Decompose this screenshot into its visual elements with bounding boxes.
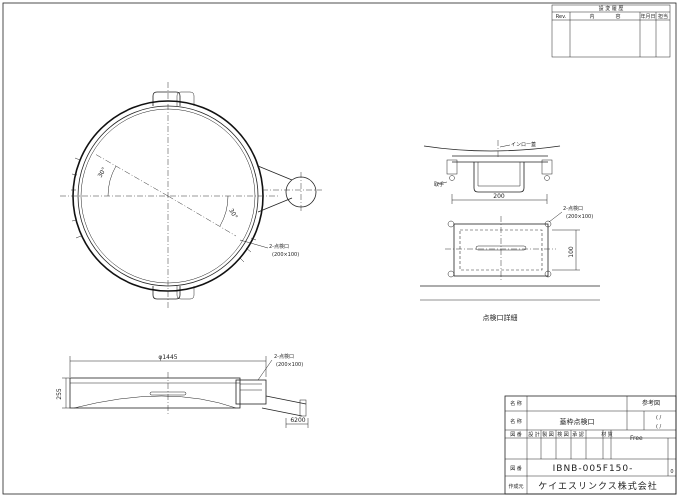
detail-width-dim: 200 xyxy=(493,193,505,200)
title-scale-1: ( / xyxy=(656,415,662,421)
revision-col-content-2: 容 xyxy=(615,13,620,20)
plan-handle-bottom-left xyxy=(152,286,181,300)
title-col-6: 材 質 xyxy=(601,431,613,438)
title-drawing-no-label: 図 番 xyxy=(510,465,522,472)
revision-table-title: 設 変 履 歴 xyxy=(599,5,624,12)
title-block: 名 称 参考図 名 称 蓋枠点検口 ( / ( / 図 番 設 計 製 図 検 … xyxy=(504,395,677,495)
side-opening-note: 2-点検口 xyxy=(274,353,294,360)
title-label-top: 名 称 xyxy=(510,400,522,407)
title-col-5: 承 認 xyxy=(572,431,584,438)
plan-view: 30° 30° 2-点検口 (200×100) xyxy=(60,82,322,310)
title-col-4: 検 図 xyxy=(557,431,569,438)
revision-table: 設 変 履 歴 Rev. 内 容 年月日 担当 xyxy=(551,4,671,58)
detail-opening-size: (200×100) xyxy=(566,214,593,220)
title-drawing-no: IBNB-005F150- xyxy=(553,464,634,474)
detail-caption: 点検口詳細 xyxy=(483,313,518,322)
plan-opening-size: (200×100) xyxy=(272,252,299,258)
title-company: ケイエスリンクス株式会社 xyxy=(538,480,657,492)
side-width-dim: 6200 xyxy=(290,417,305,424)
side-opening-box xyxy=(235,379,267,405)
title-col-1: 図 番 xyxy=(510,431,522,438)
revision-col-rev: Rev. xyxy=(556,14,567,20)
title-sheet-mark: 0 xyxy=(670,469,673,475)
detail-handle-label: 取手 xyxy=(434,181,444,188)
revision-col-content-1: 内 xyxy=(589,13,594,20)
title-part-name: 蓋枠点検口 xyxy=(560,417,595,426)
detail-opening-note: 2-点検口 xyxy=(563,205,583,212)
side-body xyxy=(69,377,241,409)
title-scale-2: ( / xyxy=(656,424,662,430)
side-height-dim: 255 xyxy=(56,388,63,400)
side-view: φ1445 255 6200 2-点検口 (200×100) xyxy=(56,353,309,428)
side-diameter-dim: φ1445 xyxy=(158,354,177,361)
plan-angle-right: 30° xyxy=(227,208,238,221)
revision-col-date: 年月日 xyxy=(640,13,655,20)
title-name-label: 名 称 xyxy=(510,418,522,425)
title-material: Free xyxy=(630,435,643,442)
inspection-detail-view: インロー蓋 取手 200 2-点検口 (200×100) 1 xyxy=(420,140,600,322)
title-company-label: 作成元 xyxy=(508,483,523,490)
revision-col-person: 担当 xyxy=(658,13,668,20)
plan-angle-left: 30° xyxy=(97,166,108,179)
side-opening-size: (200×100) xyxy=(276,362,303,368)
plan-opening-note: 2-点検口 xyxy=(269,243,289,250)
detail-handle xyxy=(473,162,525,193)
title-col-3: 製 図 xyxy=(542,431,554,438)
detail-height-dim: 100 xyxy=(568,246,575,258)
plan-handle-top-left xyxy=(152,91,181,106)
title-col-2: 設 計 xyxy=(528,431,540,438)
title-reference-label: 参考図 xyxy=(642,399,660,407)
detail-cover-label: インロー蓋 xyxy=(511,141,536,148)
